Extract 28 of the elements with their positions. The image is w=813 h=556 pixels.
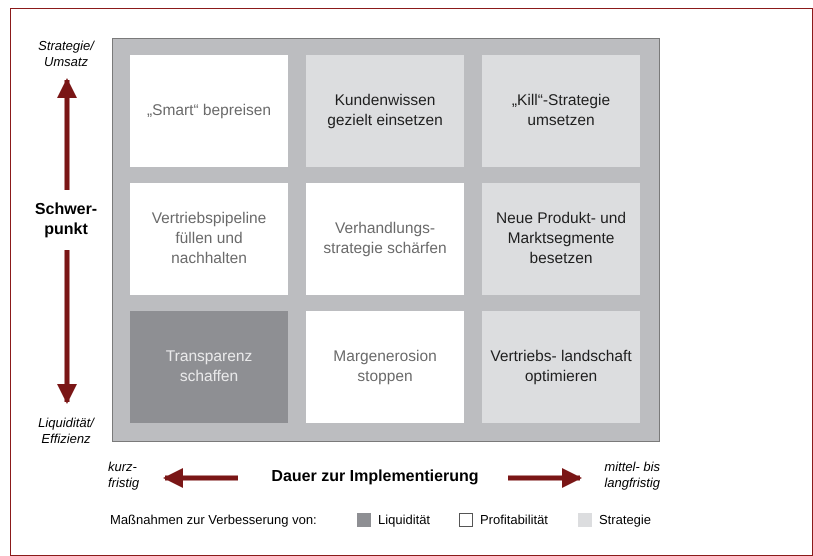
tile-text: „Kill“-Strategie umsetzen (510, 91, 612, 131)
tile-text: Kundenwissen gezielt einsetzen (326, 91, 444, 131)
measure-tile (306, 55, 464, 167)
measure-tile (306, 311, 464, 423)
measure-tile (306, 183, 464, 295)
axis-label: kurz- fristig (108, 459, 140, 491)
legend-title: Maßnahmen zur Verbesserung von: (110, 512, 318, 528)
axis-label: Strategie/ Umsatz (37, 38, 96, 70)
measure-tile (482, 183, 640, 295)
legend-label: Profitabilität (480, 512, 548, 528)
tile-text: Margenerosion stoppen (332, 347, 438, 387)
tile-text: Transparenz schaffen (164, 347, 254, 387)
tile-text: Vertriebs- landschaft optimieren (489, 347, 633, 387)
measure-tile (130, 183, 288, 295)
tile-text: Verhandlungs- strategie schärfen (322, 219, 448, 259)
tile-text: Vertriebspipeline füllen und nachhalten (150, 209, 268, 269)
legend-label: Liquidität (378, 512, 430, 528)
axis-title: Schwer- punkt (34, 200, 98, 240)
measure-tile (130, 311, 288, 423)
axis-label: Liquidität/ Effizienz (37, 415, 96, 447)
axis-title: Dauer zur Implementierung (270, 467, 480, 487)
measure-tile (130, 55, 288, 167)
tile-text: Neue Produkt- und Marktsegmente besetzen (494, 209, 628, 269)
legend-label: Strategie (599, 512, 652, 528)
measure-tile (482, 55, 640, 167)
measure-tile (482, 311, 640, 423)
tile-text: „Smart“ bepreisen (146, 101, 272, 121)
axis-label: mittel- bis langfristig (603, 459, 660, 491)
